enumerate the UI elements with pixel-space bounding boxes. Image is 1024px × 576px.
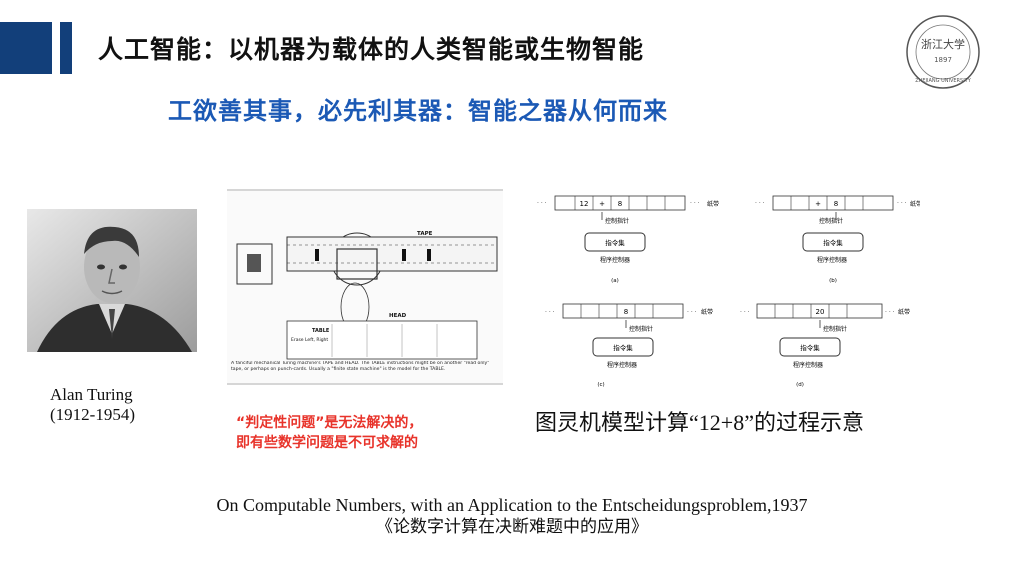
turing-machine-figure: TAPE HEAD TABLE Erase Left, Right A fanc… <box>227 189 503 385</box>
svg-text:12: 12 <box>580 200 589 208</box>
portrait-image <box>27 209 197 352</box>
decidability-line1: “判定性问题”是无法解决的， <box>236 415 423 431</box>
svg-text:· · ·: · · · <box>885 309 895 316</box>
steps-caption-expr: “12+8” <box>689 410 754 435</box>
svg-text:控制指针: 控制指针 <box>823 325 847 333</box>
svg-text:· · ·: · · · <box>690 200 700 207</box>
step-panel-a: · · · 12 + 8 · · · 纸带 控制指针 指令集 程序控制器 (a) <box>537 195 719 284</box>
svg-text:· · ·: · · · <box>740 309 750 316</box>
turing-name: Alan Turing <box>50 385 133 404</box>
university-logo-icon: 浙江大学 1897 ZHEJIANG UNIVERSITY <box>906 15 980 89</box>
svg-text:指令集: 指令集 <box>613 343 633 352</box>
reference-english: On Computable Numbers, with an Applicati… <box>216 495 808 515</box>
svg-text:指令集: 指令集 <box>605 238 625 247</box>
reference-chinese: 《论数字计算在决断难题中的应用》 <box>376 517 648 537</box>
svg-text:TAPE: TAPE <box>417 231 433 237</box>
svg-text:· · ·: · · · <box>897 200 907 207</box>
svg-text:1897: 1897 <box>934 56 952 64</box>
svg-text:· · ·: · · · <box>687 309 697 316</box>
svg-text:控制指针: 控制指针 <box>629 325 653 333</box>
svg-text:· · ·: · · · <box>537 200 547 207</box>
tm-figure-caption: A fanciful mechanical Turing machine's T… <box>231 361 490 372</box>
steps-caption-pre: 图灵机模型计算 <box>535 411 690 436</box>
svg-text:程序控制器: 程序控制器 <box>607 361 637 369</box>
svg-text:控制指针: 控制指针 <box>605 217 629 225</box>
svg-text:TABLE: TABLE <box>312 328 330 334</box>
svg-text:8: 8 <box>834 200 838 208</box>
svg-text:Erase Left, Right: Erase Left, Right <box>291 337 328 343</box>
turing-portrait <box>27 209 197 352</box>
svg-text:纸带: 纸带 <box>910 200 920 208</box>
svg-text:控制指针: 控制指针 <box>819 217 843 225</box>
svg-text:HEAD: HEAD <box>389 313 407 319</box>
svg-text:(b): (b) <box>829 278 837 284</box>
decidability-note: “判定性问题”是无法解决的， 即有些数学问题是不可求解的 <box>236 413 422 453</box>
svg-text:程序控制器: 程序控制器 <box>600 256 630 264</box>
paper-reference: On Computable Numbers, with an Applicati… <box>150 494 874 538</box>
svg-text:程序控制器: 程序控制器 <box>793 361 823 369</box>
accent-stripe <box>60 22 72 74</box>
svg-text:· · ·: · · · <box>755 200 765 207</box>
svg-text:+: + <box>815 200 821 208</box>
svg-text:纸带: 纸带 <box>701 308 713 316</box>
svg-text:浙江大学: 浙江大学 <box>921 37 965 51</box>
svg-text:程序控制器: 程序控制器 <box>817 256 847 264</box>
svg-text:· · ·: · · · <box>545 309 555 316</box>
svg-text:8: 8 <box>624 308 628 316</box>
turing-caption: Alan Turing (1912-1954) <box>50 385 135 425</box>
accent-block <box>0 22 52 74</box>
steps-caption: 图灵机模型计算“12+8”的过程示意 <box>535 405 864 437</box>
svg-text:8: 8 <box>618 200 622 208</box>
steps-caption-post: 的过程示意 <box>753 411 864 436</box>
svg-text:(d): (d) <box>796 382 804 388</box>
turing-steps-figure: · · · 12 + 8 · · · 纸带 控制指针 指令集 程序控制器 (a)… <box>537 195 920 388</box>
svg-text:ZHEJIANG UNIVERSITY: ZHEJIANG UNIVERSITY <box>915 78 972 84</box>
svg-text:指令集: 指令集 <box>800 343 820 352</box>
step-panel-c: · · · 8 · · · 纸带 控制指针 指令集 程序控制器 (c) <box>545 303 713 388</box>
svg-text:20: 20 <box>816 308 825 316</box>
slide-subtitle: 工欲善其事，必先利其器：智能之器从何而来 <box>168 97 668 125</box>
slide-title: 人工智能：以机器为载体的人类智能或生物智能 <box>98 35 645 64</box>
svg-text:纸带: 纸带 <box>898 308 910 316</box>
svg-text:+: + <box>599 200 605 208</box>
step-panel-b: · · · + 8 · · · 纸带 控制指针 指令集 程序控制器 (b) <box>755 195 920 284</box>
decidability-line2: 即有些数学问题是不可求解的 <box>236 435 418 451</box>
svg-text:纸带: 纸带 <box>707 200 719 208</box>
svg-text:(a): (a) <box>611 278 619 284</box>
svg-text:(c): (c) <box>597 382 604 388</box>
step-panel-d: · · · 20 · · · 纸带 控制指针 指令集 程序控制器 (d) <box>740 303 910 388</box>
turing-years: (1912-1954) <box>50 405 135 424</box>
svg-text:指令集: 指令集 <box>823 238 843 247</box>
